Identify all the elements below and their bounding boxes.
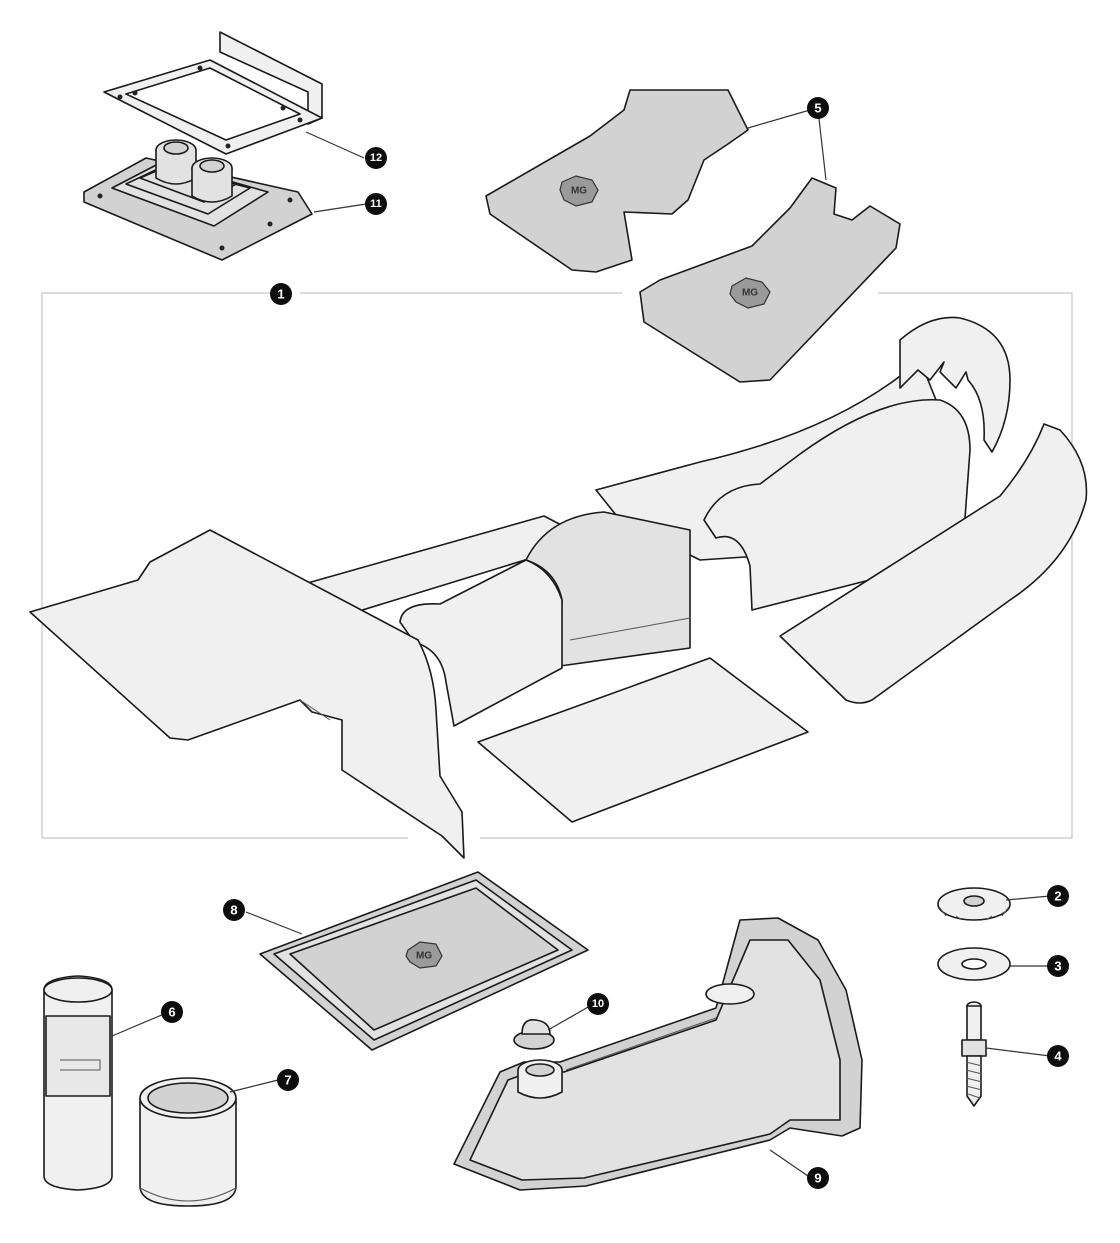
svg-text:11: 11: [370, 198, 382, 210]
callout-8: 8: [223, 899, 245, 921]
logo-mark: MG: [571, 186, 587, 197]
callout-5: 5: [807, 97, 829, 119]
leader-lines: [111, 109, 1051, 1177]
grommet: [513, 1018, 555, 1050]
logo-mark: MG: [416, 951, 432, 962]
rubber-mat-tray: MG: [259, 871, 589, 1051]
boot-moulding: [453, 917, 863, 1191]
carpet-set: [29, 316, 1088, 859]
callout-11: 11: [365, 193, 387, 215]
svg-text:12: 12: [370, 152, 382, 164]
callout-6: 6: [161, 1001, 183, 1023]
callout-12: 12: [365, 147, 387, 169]
callout-2: 2: [1047, 885, 1069, 907]
svg-text:6: 6: [168, 1005, 175, 1020]
floor-mat-right: MG: [639, 177, 901, 383]
floor-mat-left: MG: [485, 89, 749, 273]
adhesive-tin: [139, 1077, 237, 1207]
gear-lever-boot: [83, 139, 313, 261]
svg-text:9: 9: [814, 1171, 821, 1186]
screw-stud: [961, 1001, 987, 1107]
callout-7: 7: [277, 1069, 299, 1091]
svg-text:10: 10: [592, 998, 604, 1010]
press-stud-cap: [937, 887, 1011, 921]
logo-mark: MG: [742, 288, 758, 299]
svg-text:3: 3: [1054, 959, 1061, 974]
gearbox-gasket-frame: [103, 31, 323, 155]
callout-3: 3: [1047, 955, 1069, 977]
svg-text:8: 8: [230, 903, 237, 918]
callout-10: 10: [587, 993, 609, 1015]
svg-text:7: 7: [284, 1073, 291, 1088]
svg-text:4: 4: [1054, 1049, 1062, 1064]
callout-9: 9: [807, 1167, 829, 1189]
carpet-set-frame: [41, 292, 1073, 839]
washer: [937, 947, 1011, 981]
svg-text:2: 2: [1054, 889, 1061, 904]
callout-1: 1: [270, 283, 292, 305]
svg-text:1: 1: [277, 287, 284, 302]
adhesive-spray-can: [43, 975, 113, 1191]
callout-4: 4: [1047, 1045, 1069, 1067]
svg-text:5: 5: [814, 101, 821, 116]
